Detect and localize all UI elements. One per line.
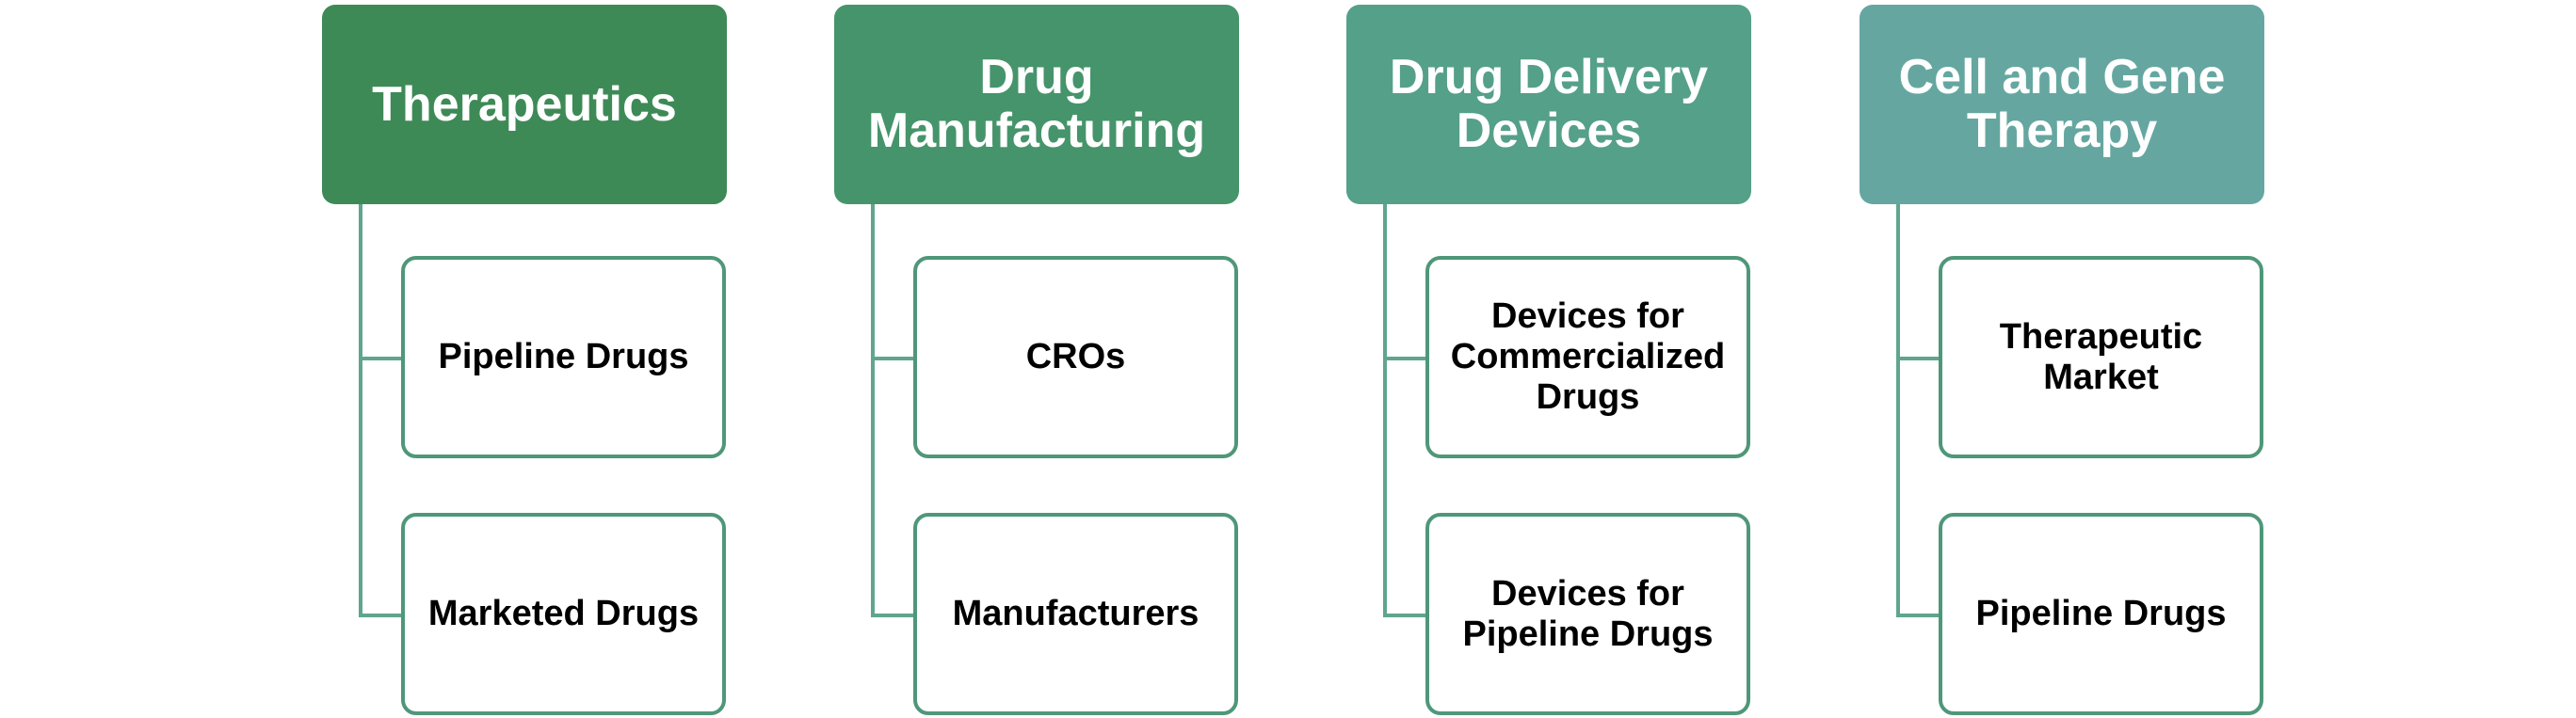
branch-connector — [359, 357, 402, 360]
branch-connector — [1383, 614, 1426, 617]
child-box: Pipeline Drugs — [1939, 513, 2263, 715]
branch-connector — [871, 614, 914, 617]
branch-connector — [1896, 357, 1940, 360]
column-cell-and-gene-therapy: Cell and Gene Therapy Therapeutic Market… — [1858, 0, 2371, 718]
child-box: Pipeline Drugs — [401, 256, 726, 458]
branch-connector — [871, 357, 914, 360]
column-drug-delivery-devices: Drug Delivery Devices Devices for Commer… — [1344, 0, 1858, 718]
child-box: Devices for Commercialized Drugs — [1425, 256, 1750, 458]
vertical-connector — [871, 204, 875, 615]
branch-connector — [1896, 614, 1940, 617]
child-box: Marketed Drugs — [401, 513, 726, 715]
child-box: Manufacturers — [913, 513, 1238, 715]
vertical-connector — [359, 204, 362, 615]
vertical-connector — [1896, 204, 1900, 615]
header-box: Cell and Gene Therapy — [1860, 5, 2264, 204]
header-box: Therapeutics — [322, 5, 727, 204]
header-box: Drug Manufacturing — [834, 5, 1239, 204]
column-therapeutics: Therapeutics Pipeline Drugs Marketed Dru… — [320, 0, 833, 718]
branch-connector — [359, 614, 402, 617]
header-box: Drug Delivery Devices — [1346, 5, 1751, 204]
child-box: CROs — [913, 256, 1238, 458]
vertical-connector — [1383, 204, 1387, 615]
branch-connector — [1383, 357, 1426, 360]
child-box: Devices for Pipeline Drugs — [1425, 513, 1750, 715]
column-drug-manufacturing: Drug Manufacturing CROs Manufacturers — [832, 0, 1345, 718]
child-box: Therapeutic Market — [1939, 256, 2263, 458]
